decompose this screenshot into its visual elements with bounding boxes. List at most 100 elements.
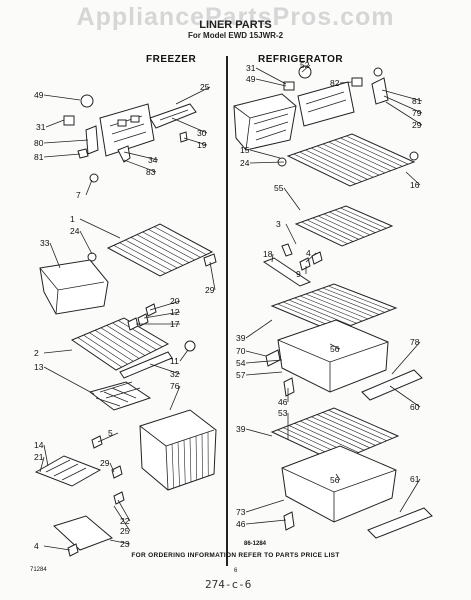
freezer-basket [139, 409, 217, 491]
callout-leader-line [385, 101, 423, 126]
callout-number: 4 [34, 541, 39, 551]
callout-leader-line [49, 242, 61, 269]
callout-number: 46 [236, 519, 246, 529]
callout-number: 9 [296, 269, 301, 279]
callout-leader-line [109, 462, 115, 473]
callout-leader-line [123, 159, 157, 173]
callout-number: 3 [276, 219, 281, 229]
callout-leader-line [249, 149, 281, 159]
refrigerator-crisper-trim [265, 349, 281, 367]
refrigerator-crisper-glide [283, 377, 295, 397]
callout-leader-line [43, 153, 81, 158]
freezer-middle-shelf [70, 317, 170, 371]
callout-leader-line [245, 519, 287, 525]
freezer-bracket [117, 145, 131, 163]
freezer-shelf-front-trim [119, 351, 173, 379]
callout-leader-line [149, 363, 181, 375]
freezer-light-bulb [80, 94, 94, 108]
freezer-control-knob [77, 148, 89, 159]
callout-leader-line [245, 359, 283, 364]
callout-leader-line [399, 478, 421, 513]
callout-number: 73 [236, 507, 246, 517]
callout-leader-line [179, 349, 189, 362]
callout-number: 24 [70, 226, 80, 236]
freezer-light-switch [85, 125, 99, 155]
freezer-rail-end-cap [67, 543, 79, 557]
refrigerator-top-shelf [286, 133, 416, 187]
callout-leader-line [283, 187, 301, 211]
freezer-shelf-support-left [87, 252, 97, 262]
callout-number: 30 [197, 128, 207, 138]
callout-number: 52 [300, 60, 310, 70]
callout-number: 61 [410, 474, 420, 484]
callout-number: 70 [236, 346, 246, 356]
callout-number: 79 [412, 108, 422, 118]
callout-number: 5 [108, 428, 113, 438]
callout-leader-line [305, 252, 317, 263]
freezer-ice-tray [88, 381, 152, 411]
callout-number: 20 [170, 296, 180, 306]
refrigerator-heading: REFRIGERATOR [258, 54, 344, 65]
callout-number: 1 [70, 214, 75, 224]
callout-leader-line [43, 139, 89, 144]
refrigerator-keeper-glide [283, 511, 295, 531]
freezer-screw [179, 131, 188, 143]
callout-leader-line [43, 545, 71, 551]
freezer-rail-screw [113, 491, 125, 505]
callout-number: 54 [236, 358, 246, 368]
callout-number: 2 [34, 348, 39, 358]
callout-leader-line [245, 319, 273, 339]
watermark: AppliancePartsPros.com [76, 3, 395, 31]
callout-number: 16 [410, 180, 420, 190]
callout-number: 15 [240, 145, 250, 155]
corner-code: 71284 [30, 567, 47, 573]
freezer-heading: FREEZER [146, 54, 197, 65]
refrigerator-crisper-housing [233, 93, 297, 151]
callout-number: 17 [170, 319, 180, 329]
callout-number: 31 [36, 122, 46, 132]
freezer-light-socket [63, 115, 75, 126]
refrigerator-light-bulb [298, 65, 312, 79]
callout-number: 82 [330, 78, 340, 88]
callout-leader-line [245, 350, 267, 357]
callout-number: 29 [100, 458, 110, 468]
callout-number: 31 [246, 63, 256, 73]
callout-leader-line [335, 473, 341, 481]
handwritten-note: 274-c-6 [205, 578, 252, 591]
callout-leader-line [175, 86, 211, 105]
callout-number: 81 [412, 96, 422, 106]
callout-number: 39 [236, 333, 246, 343]
callout-number: 11 [170, 356, 179, 366]
model-subtitle: For Model EWD 15JWR-2 [187, 31, 284, 40]
callout-number: 32 [170, 369, 180, 379]
callout-leader-line [149, 300, 181, 311]
callout-number: 34 [148, 155, 158, 165]
callout-leader-line [169, 385, 181, 411]
callout-number: 83 [146, 167, 156, 177]
callout-leader-line [245, 499, 285, 513]
callout-leader-line [329, 343, 341, 350]
callout-number: 76 [170, 381, 180, 391]
callout-number: 7 [76, 190, 81, 200]
callout-leader-line [171, 117, 208, 134]
callout-leader-line [43, 444, 49, 467]
freezer-upper-shelf [106, 223, 214, 277]
refrigerator-keeper-front-panel [367, 507, 433, 539]
callout-leader-line [255, 78, 287, 87]
callout-number: 60 [410, 402, 420, 412]
refrigerator-meat-keeper [281, 445, 397, 523]
callout-leader-line [43, 366, 95, 395]
freezer-shelf-support-right [203, 253, 217, 267]
diagram-code: 86-1284 [244, 541, 267, 547]
callout-number: 49 [34, 90, 44, 100]
refrigerator-shelf-support-right [409, 151, 419, 161]
callout-leader-line [389, 385, 421, 408]
freezer-pan [39, 259, 109, 315]
freezer-slide-fastener [91, 435, 103, 449]
freezer-basket-slide [34, 455, 102, 487]
callout-leader-line [183, 137, 208, 146]
callout-number: 46 [278, 397, 288, 407]
callout-leader-line [339, 81, 353, 84]
callout-number: 25 [200, 82, 210, 92]
